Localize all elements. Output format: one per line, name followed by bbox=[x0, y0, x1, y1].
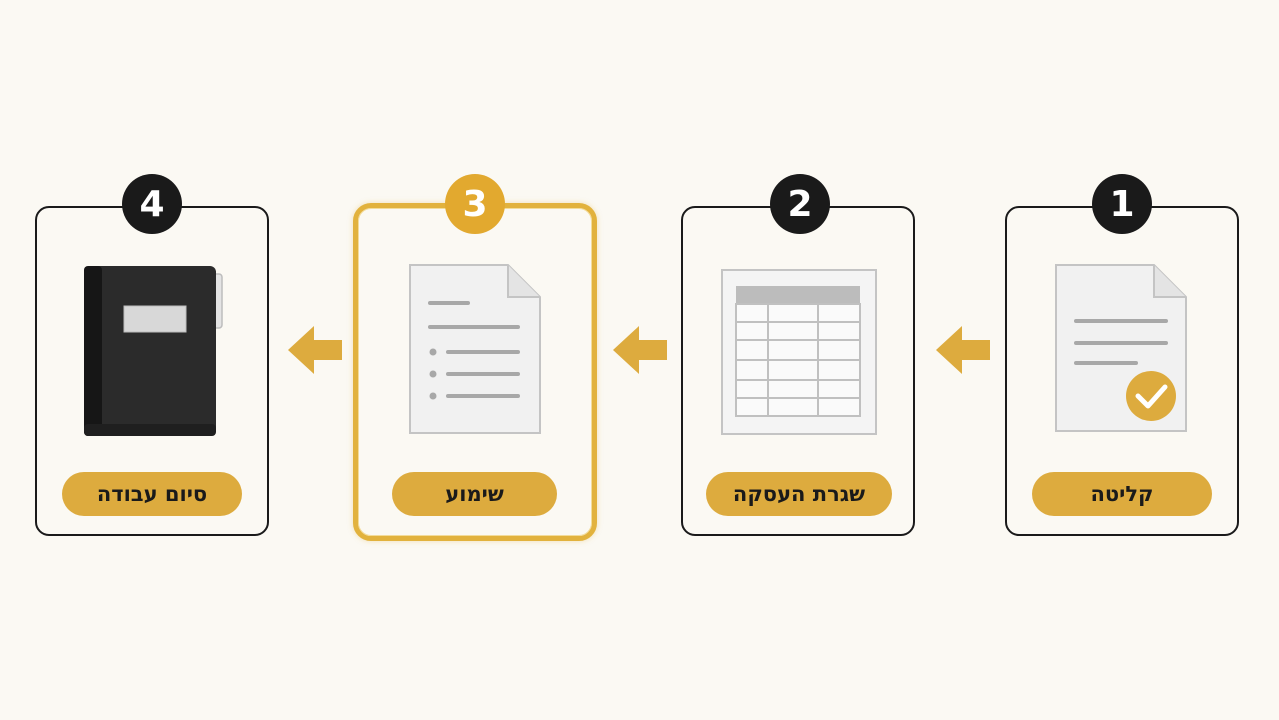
binder-icon bbox=[82, 264, 226, 444]
step-1-number-badge: 1 bbox=[1092, 174, 1152, 234]
step-1-label: קליטה bbox=[1032, 472, 1212, 516]
step-2-label: שגרת העסקה bbox=[706, 472, 892, 516]
step-4-label: סיום עבודה bbox=[62, 472, 242, 516]
step-3-number-badge: 3 bbox=[445, 174, 505, 234]
spreadsheet-icon bbox=[720, 268, 878, 440]
arrow-left-icon bbox=[609, 322, 669, 378]
arrow-left-icon bbox=[932, 322, 992, 378]
document-list-icon bbox=[408, 263, 544, 441]
document-check-icon bbox=[1054, 263, 1190, 439]
step-4-number-badge: 4 bbox=[122, 174, 182, 234]
step-3-label: שימוע bbox=[392, 472, 557, 516]
step-2-number-badge: 2 bbox=[770, 174, 830, 234]
arrow-left-icon bbox=[284, 322, 344, 378]
